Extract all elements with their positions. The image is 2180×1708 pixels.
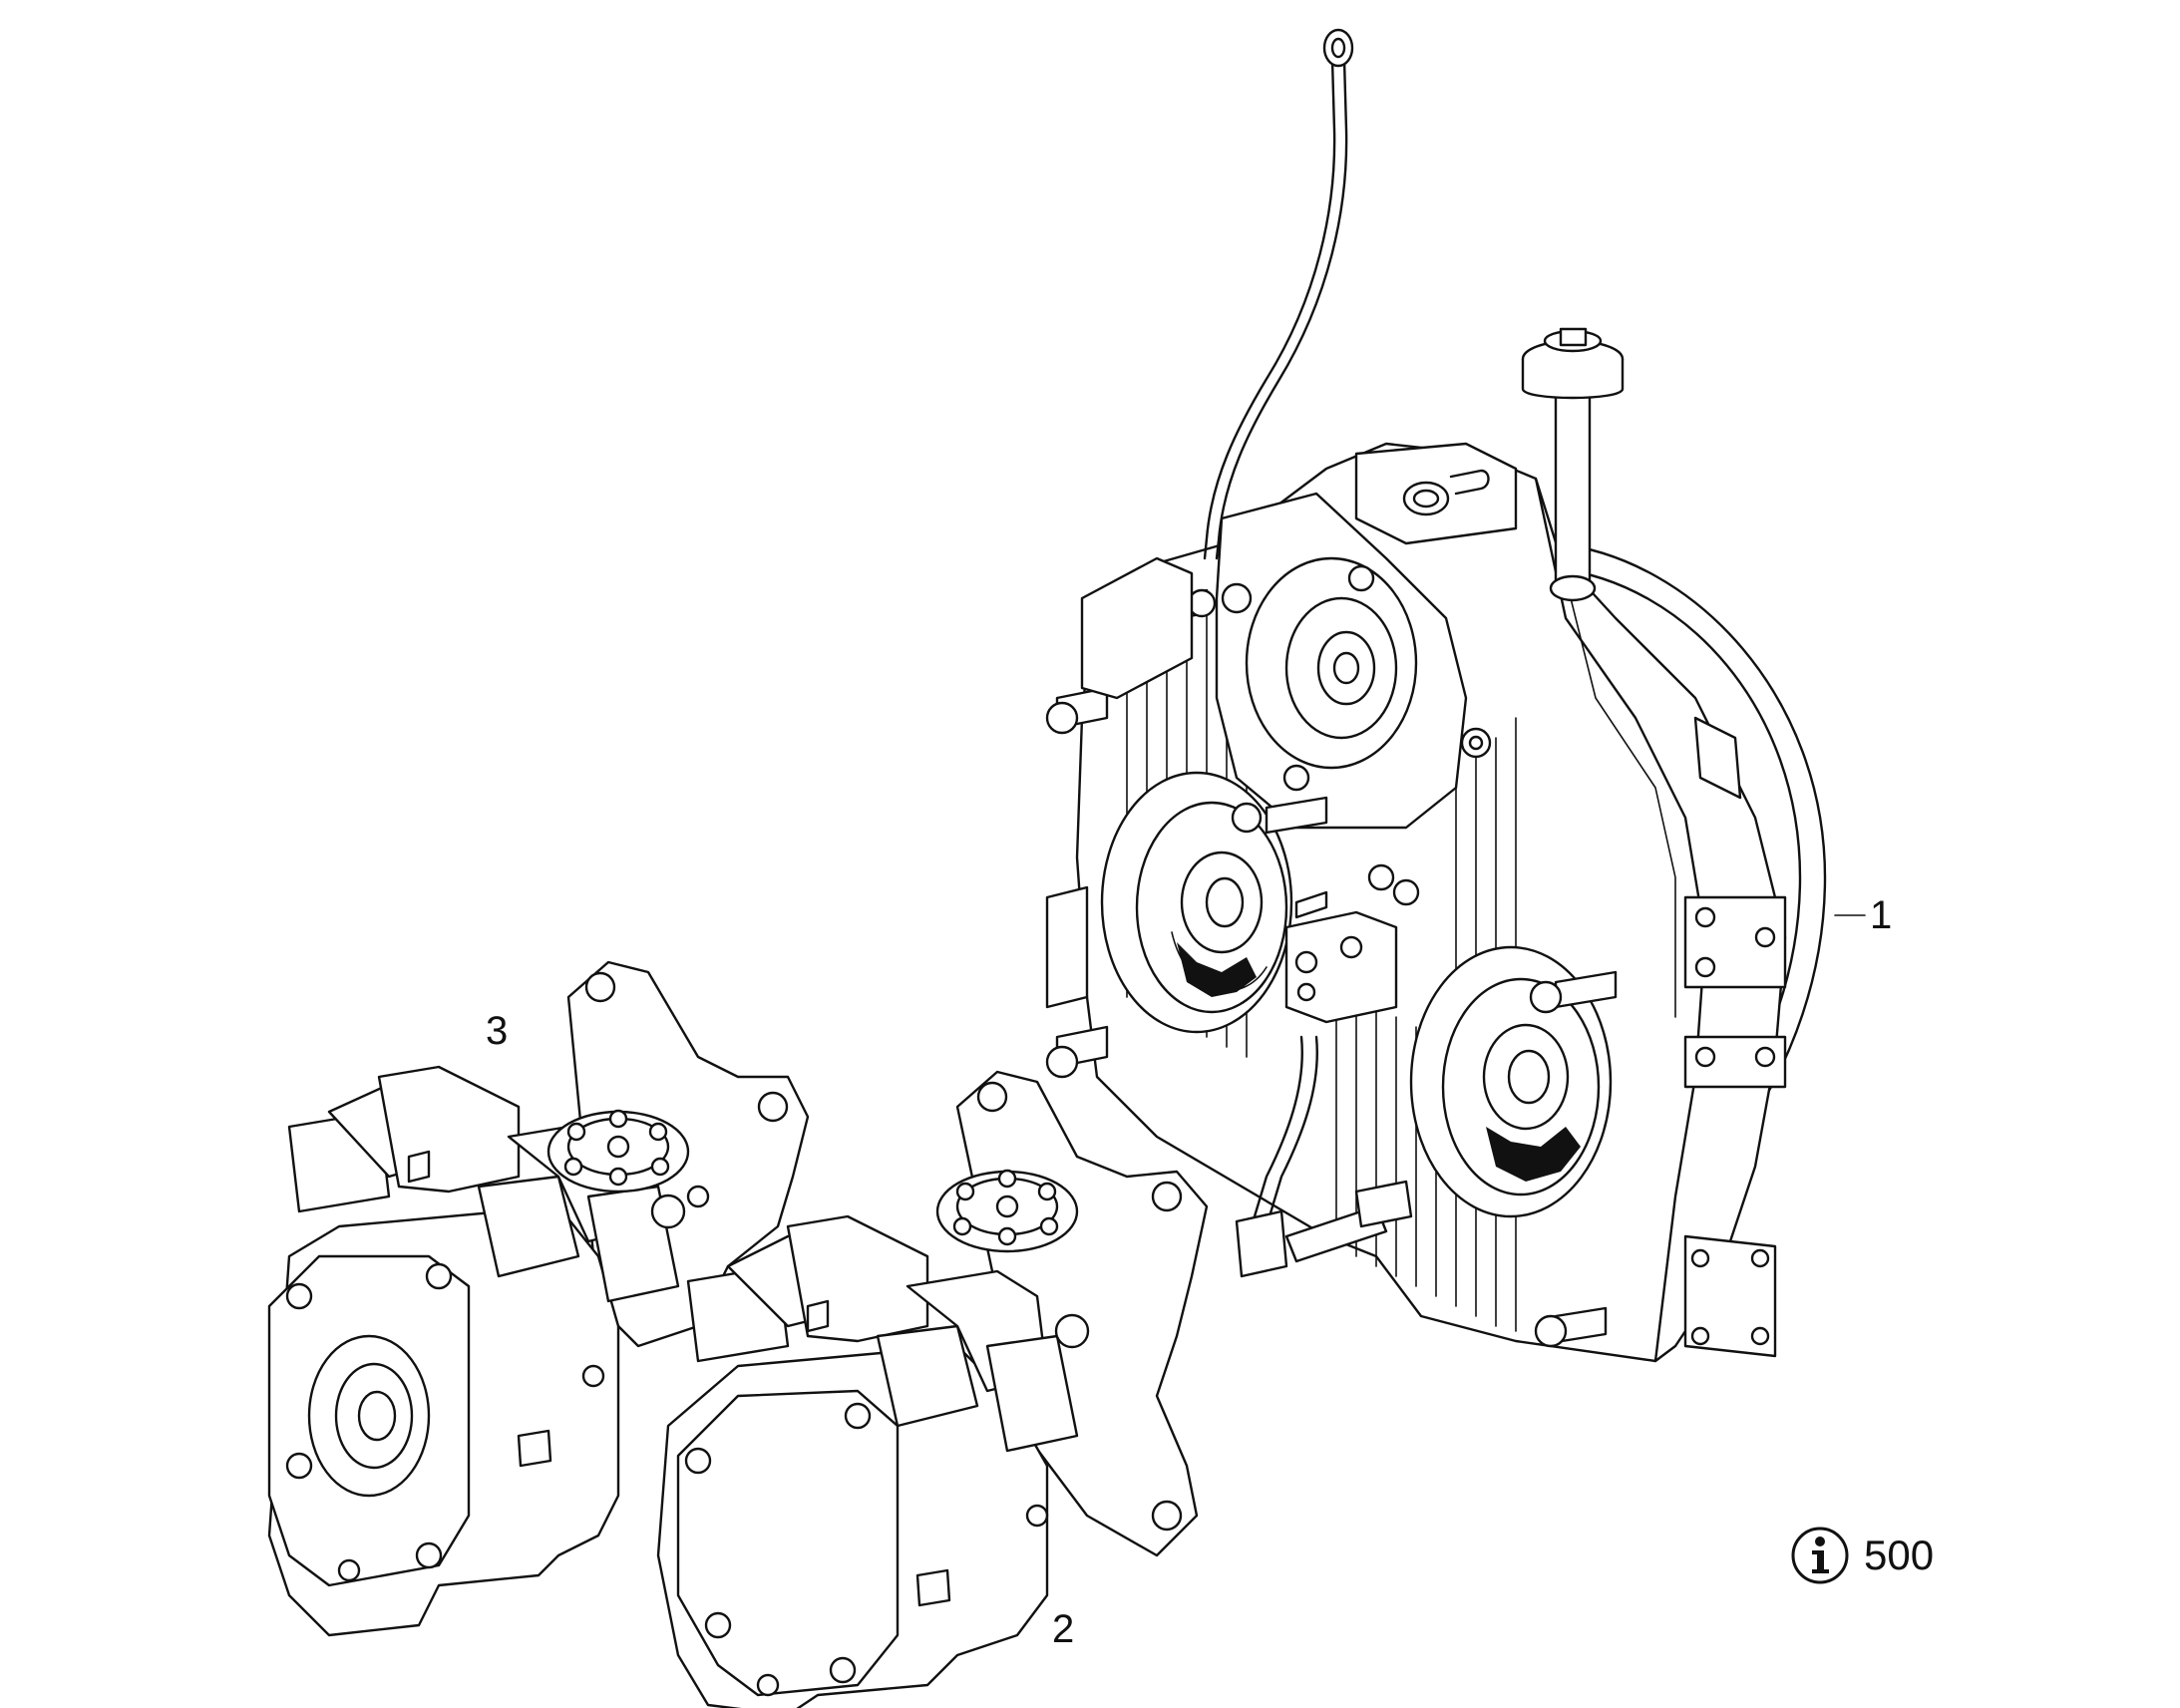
gear-opening-right bbox=[1409, 945, 1613, 1218]
pump-2-front-face bbox=[676, 1389, 900, 1697]
side-slot bbox=[1693, 716, 1742, 800]
hydraulic-pump-rear bbox=[267, 960, 810, 1637]
gear-opening-left bbox=[1100, 771, 1293, 1034]
housing-bolts bbox=[1045, 588, 1618, 1348]
pump-3-valve-block-c bbox=[477, 1175, 580, 1278]
callout-item-3: 3 bbox=[486, 1009, 509, 1053]
top-left-bracket bbox=[1080, 556, 1194, 700]
dipstick bbox=[1203, 58, 1336, 560]
callout-item-1: 1 bbox=[1870, 893, 1893, 937]
info-icon bbox=[1791, 1527, 1849, 1584]
pump-2-valve-block-c bbox=[876, 1324, 979, 1428]
hydraulic-pump-front bbox=[656, 1070, 1209, 1708]
pump-3-valve-block-b bbox=[377, 1065, 521, 1194]
hydraulic-line-lower bbox=[1250, 1035, 1303, 1228]
bottom-cover-plate bbox=[1683, 1234, 1777, 1358]
left-side-bracket bbox=[1045, 885, 1089, 1009]
gearbox-assembly bbox=[1045, 28, 1827, 1363]
info-reference: 500 bbox=[1790, 1526, 1934, 1585]
callout-item-2: 2 bbox=[1052, 1607, 1075, 1651]
info-reference-value: 500 bbox=[1864, 1532, 1935, 1578]
